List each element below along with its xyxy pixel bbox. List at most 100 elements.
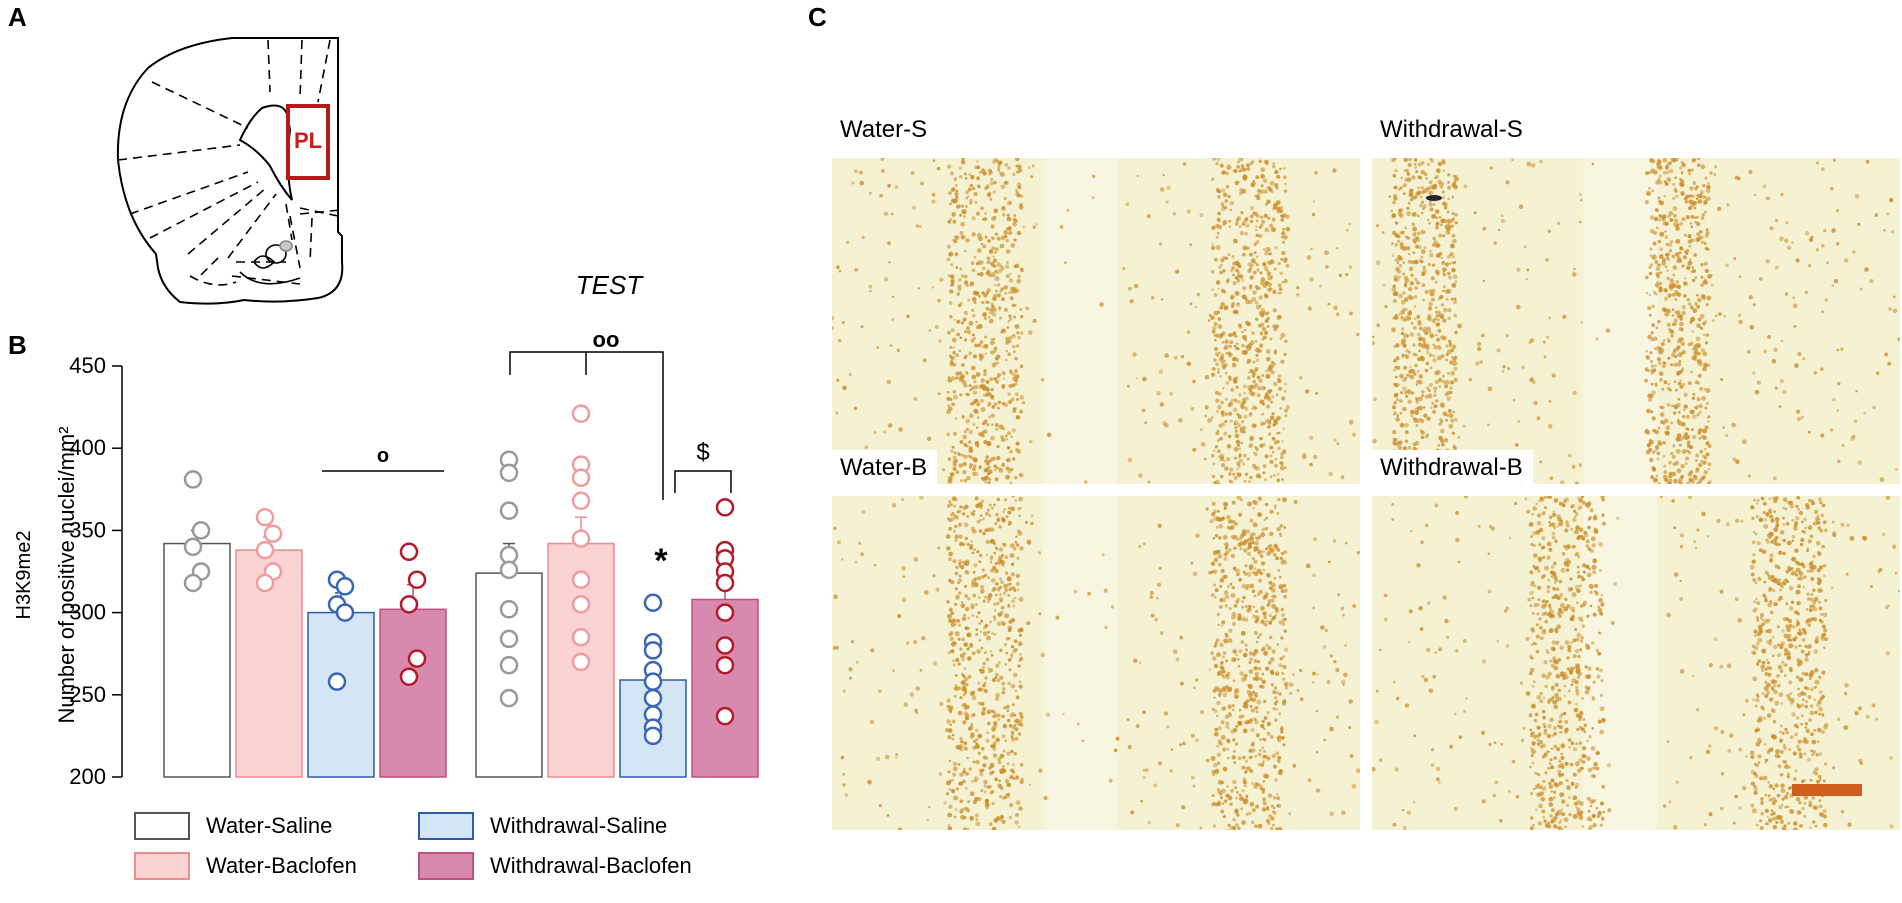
cell-nucleus [1823, 628, 1828, 633]
cell-nucleus [991, 506, 994, 510]
cell-nucleus [978, 560, 982, 564]
cell-nucleus [1254, 694, 1258, 698]
cell-nucleus [1836, 209, 1839, 212]
cell-nucleus [1451, 344, 1457, 350]
cell-nucleus [1216, 752, 1222, 758]
data-point [715, 706, 735, 726]
cell-nucleus [1515, 443, 1519, 447]
cell-nucleus [969, 791, 975, 797]
cell-nucleus [959, 772, 964, 777]
cell-nucleus [1697, 462, 1703, 468]
cell-nucleus [1211, 707, 1215, 711]
cell-nucleus [1707, 462, 1712, 467]
cell-nucleus [1738, 319, 1743, 325]
cell-nucleus [1646, 408, 1651, 414]
cell-nucleus [1874, 213, 1878, 217]
cell-nucleus [1704, 406, 1708, 410]
cell-nucleus [1689, 756, 1693, 760]
cell-nucleus [1250, 708, 1256, 713]
cell-nucleus [1847, 822, 1852, 827]
cell-nucleus [1671, 454, 1676, 459]
cell-nucleus [982, 706, 987, 711]
cell-nucleus [1243, 673, 1248, 678]
cell-nucleus [1418, 605, 1423, 611]
cell-nucleus [1663, 441, 1667, 445]
cell-nucleus [1782, 389, 1787, 395]
cell-nucleus [1657, 319, 1661, 324]
cell-nucleus [1543, 355, 1547, 359]
cell-nucleus [1645, 349, 1648, 353]
cell-nucleus [1401, 338, 1407, 344]
cell-nucleus [1006, 762, 1010, 766]
cell-nucleus [1011, 599, 1015, 603]
cell-nucleus [1446, 210, 1450, 214]
cell-nucleus [998, 585, 1003, 590]
cell-nucleus [1255, 347, 1261, 353]
cell-nucleus [980, 242, 984, 246]
cell-nucleus [1654, 448, 1658, 452]
cell-nucleus [1672, 265, 1678, 270]
cell-nucleus [987, 465, 991, 470]
cell-nucleus [1242, 570, 1246, 574]
cell-nucleus [986, 192, 992, 198]
cell-nucleus [855, 660, 859, 664]
cell-nucleus [1591, 162, 1595, 166]
cell-nucleus [1671, 308, 1675, 312]
cell-nucleus [1006, 446, 1011, 450]
cell-nucleus [1002, 749, 1006, 753]
cell-nucleus [963, 338, 968, 342]
cell-nucleus [1257, 496, 1263, 501]
cell-nucleus [985, 539, 990, 544]
cell-nucleus [1255, 733, 1260, 738]
cell-nucleus [1282, 427, 1285, 430]
cell-nucleus [1664, 311, 1670, 317]
cell-nucleus [1431, 263, 1436, 267]
cell-nucleus [954, 808, 958, 811]
cell-nucleus [1135, 377, 1139, 380]
cell-nucleus [965, 238, 970, 243]
cell-nucleus [1420, 161, 1425, 165]
cell-nucleus [1423, 172, 1428, 177]
cell-nucleus [1432, 203, 1436, 206]
cell-nucleus [1018, 473, 1022, 477]
cell-nucleus [970, 603, 975, 608]
cell-nucleus [1242, 462, 1245, 466]
cell-nucleus [1012, 222, 1017, 227]
cell-nucleus [1526, 268, 1530, 272]
cell-nucleus [1547, 612, 1552, 617]
cell-nucleus [1545, 258, 1549, 262]
cell-nucleus [976, 176, 980, 181]
cell-nucleus [1001, 371, 1006, 376]
cell-nucleus [1251, 541, 1255, 545]
cell-nucleus [1685, 215, 1690, 220]
cell-nucleus [1262, 801, 1267, 806]
cell-nucleus [984, 467, 989, 473]
cell-nucleus [1260, 561, 1266, 566]
cell-nucleus [1651, 323, 1656, 327]
cell-nucleus [995, 693, 1000, 698]
cell-nucleus [1262, 646, 1266, 650]
cell-nucleus [948, 759, 952, 763]
cell-nucleus [913, 557, 919, 562]
cell-nucleus [1255, 618, 1260, 623]
cell-nucleus [955, 195, 958, 199]
cell-nucleus [1854, 711, 1859, 716]
cell-nucleus [1266, 731, 1271, 736]
cell-nucleus [1255, 317, 1259, 321]
cell-nucleus [947, 651, 952, 655]
cell-nucleus [962, 461, 967, 467]
cell-nucleus [1041, 378, 1045, 382]
cell-nucleus [1030, 521, 1034, 526]
cell-nucleus [1448, 413, 1454, 419]
cell-nucleus [1274, 245, 1278, 250]
cell-nucleus [1777, 683, 1781, 688]
cell-nucleus [1328, 471, 1333, 477]
cell-nucleus [1002, 510, 1005, 513]
cell-nucleus [1248, 387, 1253, 392]
cell-nucleus [1855, 390, 1858, 393]
cell-nucleus [1272, 423, 1276, 427]
cell-nucleus [1863, 411, 1867, 415]
cell-nucleus [1269, 445, 1274, 450]
cell-nucleus [1006, 782, 1011, 788]
cell-nucleus [1841, 443, 1845, 448]
